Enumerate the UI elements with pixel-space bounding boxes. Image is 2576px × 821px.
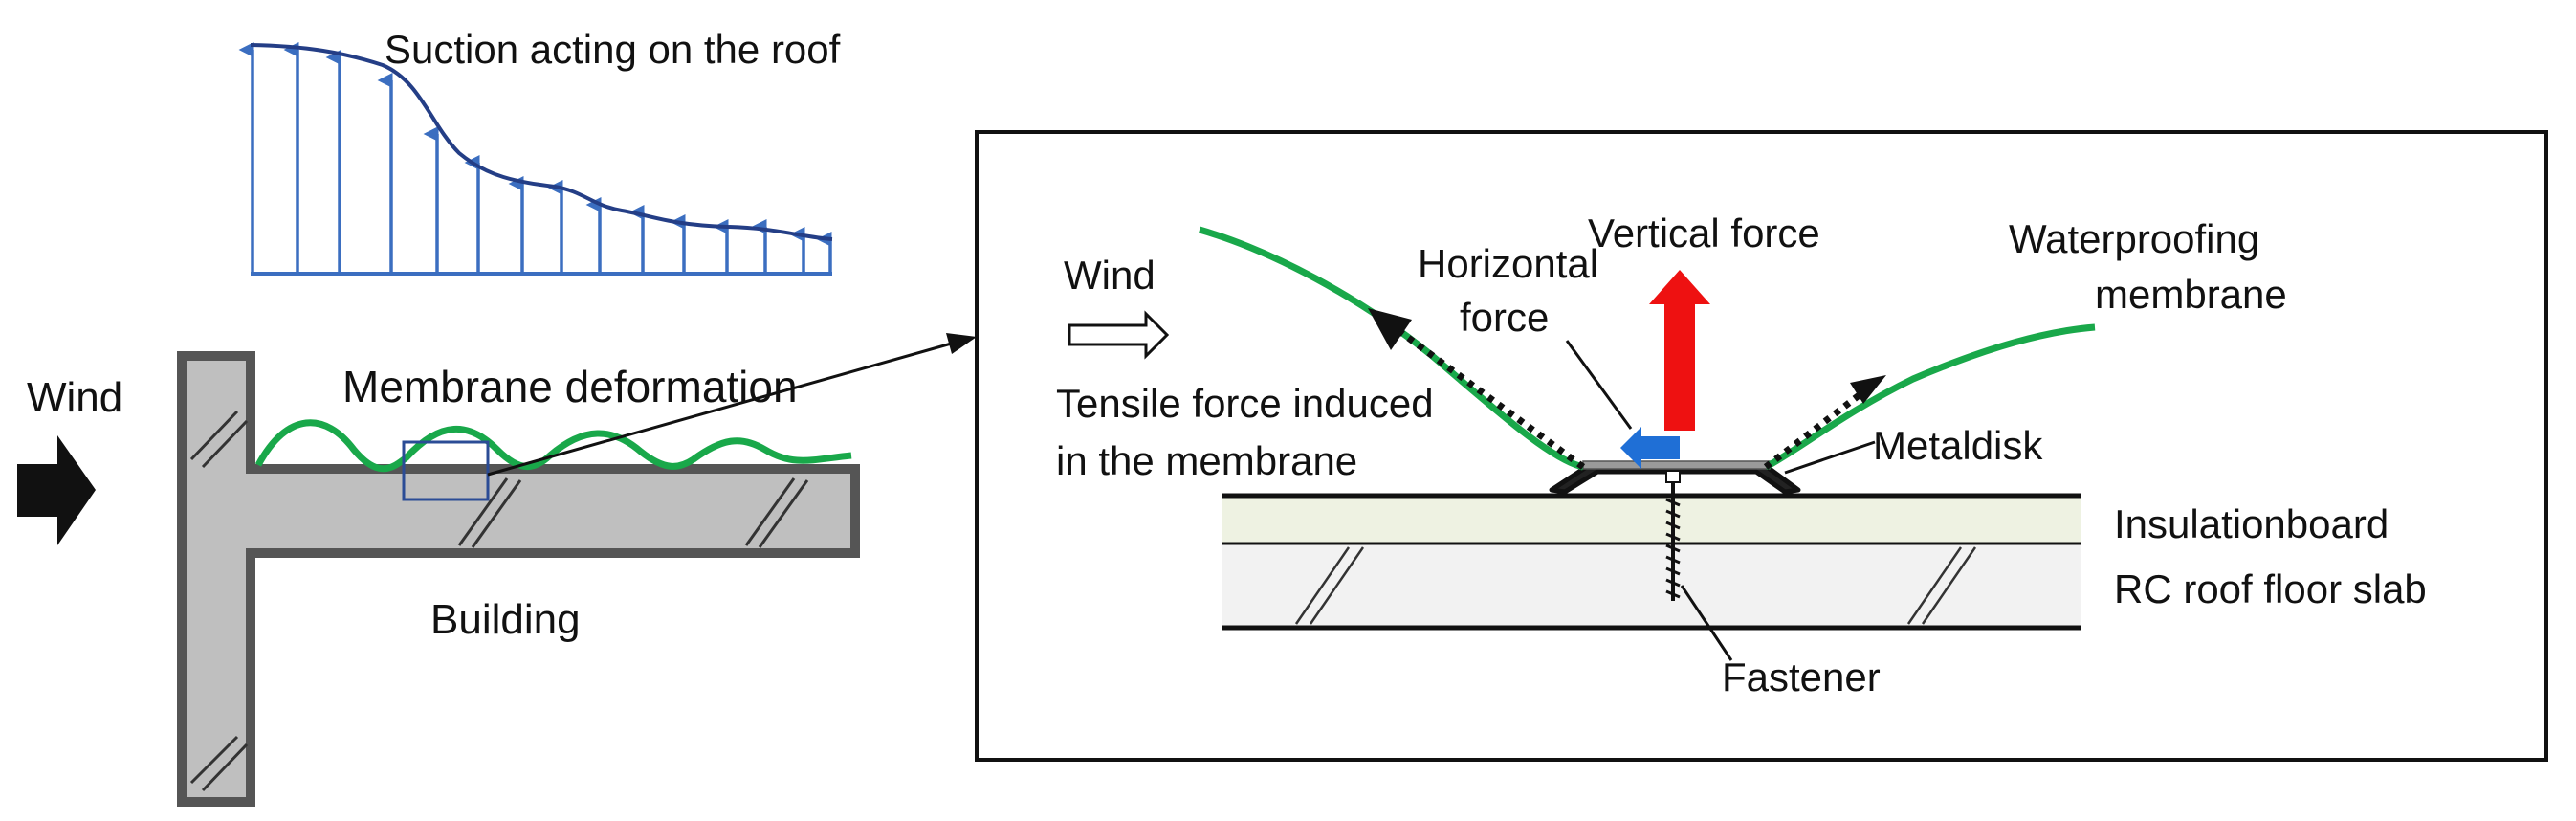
tensile-force-left: [1368, 308, 1586, 470]
horizontal-force-leader: [1565, 340, 1633, 430]
suction-arrows: [238, 42, 832, 274]
insulation-label: Insulationboard: [2114, 501, 2389, 546]
metal-disk-leader: [1784, 440, 1876, 475]
building-wall-and-slab: [177, 351, 860, 807]
horizontal-force-arrow: [1620, 427, 1680, 469]
fastener-head: [1665, 470, 1681, 483]
callout-arrowhead: [946, 333, 977, 354]
rc-slab-label: RC roof floor slab: [2114, 566, 2427, 611]
horizontal-force-label-1: Horizontal: [1418, 241, 1598, 286]
slab-hatching: [1294, 546, 1977, 625]
suction-diagram: [238, 42, 833, 276]
horizontal-force-label-2: force: [1460, 295, 1549, 340]
fastener-threads: [1665, 498, 1681, 599]
wind-label-detail: Wind: [1064, 253, 1156, 298]
roof-layers: [1222, 493, 2081, 631]
wind-arrow-left: [17, 435, 96, 545]
tensile-force-label-1: Tensile force induced: [1056, 381, 1434, 426]
callout-line: [487, 341, 956, 477]
building-hatching: [189, 410, 809, 792]
fastener-label: Fastener: [1722, 655, 1881, 699]
suction-envelope-curve: [250, 43, 833, 241]
building-label: Building: [430, 596, 581, 643]
suction-label: Suction acting on the roof: [385, 27, 841, 72]
metal-disk-label: Metaldisk: [1873, 423, 2043, 468]
rc-roof-slab: [1222, 544, 2081, 628]
metal-disk-top: [1582, 460, 1771, 470]
tensile-force-label-2: in the membrane: [1056, 438, 1357, 483]
fastener-leader: [1680, 585, 1733, 661]
membrane-wave: [254, 419, 852, 473]
tensile-force-right: [1763, 375, 1886, 470]
detail-panel: [975, 130, 2548, 762]
waterproofing-label-1: Waterproofing: [2009, 216, 2259, 261]
insulation-board: [1222, 496, 2081, 544]
vertical-force-label: Vertical force: [1588, 211, 1820, 255]
fastener: [1665, 482, 1733, 661]
detail-focus-box: [402, 440, 490, 501]
wind-label-left: Wind: [27, 374, 122, 421]
metal-disk: [1549, 460, 1801, 495]
membrane-deformation-label: Membrane deformation: [342, 362, 798, 411]
wind-arrow-detail: [1068, 310, 1170, 360]
waterproofing-label-2: membrane: [2095, 272, 2287, 317]
building-section: [177, 333, 977, 807]
membrane-right-strand: [1764, 323, 2096, 471]
vertical-force-arrow: [1649, 270, 1710, 431]
